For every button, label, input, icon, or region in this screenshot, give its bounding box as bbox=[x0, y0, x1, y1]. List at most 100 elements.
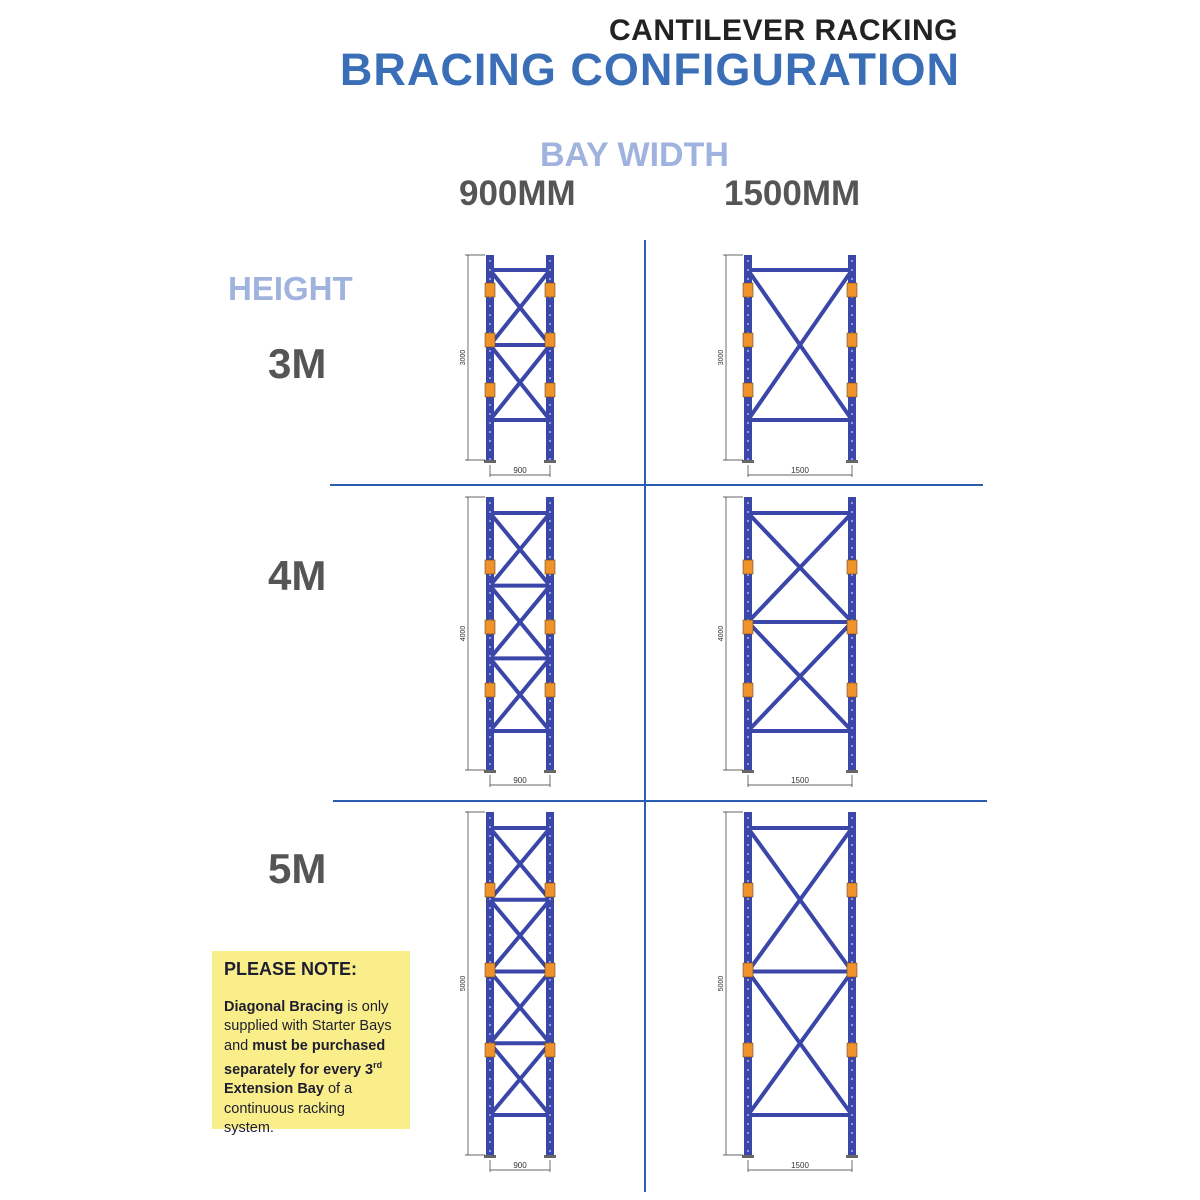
upright-hole bbox=[489, 718, 491, 720]
upright-hole bbox=[747, 556, 749, 558]
arm-connector bbox=[742, 682, 754, 698]
upright-hole bbox=[851, 1069, 853, 1071]
diagonal-brace bbox=[488, 268, 552, 347]
upright-hole bbox=[489, 835, 491, 837]
upright-hole bbox=[851, 1123, 853, 1125]
upright-hole bbox=[851, 404, 853, 406]
base-plate bbox=[484, 770, 496, 773]
upright-hole bbox=[489, 826, 491, 828]
upright-hole bbox=[549, 1015, 551, 1017]
upright-hole bbox=[851, 1132, 853, 1134]
upright-hole bbox=[851, 610, 853, 612]
upright-hole bbox=[489, 853, 491, 855]
base-plate bbox=[742, 1155, 754, 1158]
note-heading: PLEASE NOTE: bbox=[224, 959, 358, 979]
upright-hole bbox=[851, 862, 853, 864]
upright-hole bbox=[489, 988, 491, 990]
upright-hole bbox=[549, 637, 551, 639]
arm-connector bbox=[484, 382, 496, 398]
upright-hole bbox=[747, 853, 749, 855]
upright-hole bbox=[549, 359, 551, 361]
diagonal-brace bbox=[488, 898, 552, 973]
upright-hole bbox=[489, 278, 491, 280]
upright-hole bbox=[851, 961, 853, 963]
upright-hole bbox=[489, 700, 491, 702]
upright-hole bbox=[549, 1024, 551, 1026]
upright-hole bbox=[747, 547, 749, 549]
upright-hole bbox=[549, 763, 551, 765]
upright-hole bbox=[747, 583, 749, 585]
upright-hole bbox=[747, 844, 749, 846]
diagonal-brace bbox=[488, 826, 552, 902]
upright-hole bbox=[747, 1024, 749, 1026]
upright-hole bbox=[489, 458, 491, 460]
upright-hole bbox=[851, 637, 853, 639]
upright-hole bbox=[549, 871, 551, 873]
upright-hole bbox=[489, 880, 491, 882]
upright-hole bbox=[549, 278, 551, 280]
base-plate bbox=[846, 460, 858, 463]
upright-hole bbox=[747, 458, 749, 460]
upright-hole bbox=[489, 350, 491, 352]
upright-hole bbox=[549, 1006, 551, 1008]
diagonal-brace bbox=[488, 511, 552, 587]
upright-hole bbox=[747, 646, 749, 648]
upright-hole bbox=[489, 538, 491, 540]
upright-hole bbox=[747, 377, 749, 379]
upright bbox=[546, 812, 554, 1155]
upright-hole bbox=[747, 664, 749, 666]
upright-hole bbox=[851, 1105, 853, 1107]
arm-connector bbox=[846, 332, 858, 348]
note-bold: Diagonal Bracing bbox=[224, 998, 344, 1015]
upright-hole bbox=[549, 988, 551, 990]
upright-hole bbox=[549, 404, 551, 406]
diagonal-brace bbox=[746, 826, 854, 973]
upright-hole bbox=[489, 610, 491, 612]
diagonal-brace bbox=[746, 620, 854, 733]
upright bbox=[848, 255, 856, 460]
upright-hole bbox=[549, 835, 551, 837]
arm-connector bbox=[484, 332, 496, 348]
upright-hole bbox=[549, 673, 551, 675]
width-dimension-label: 900 bbox=[513, 776, 527, 785]
upright-hole bbox=[747, 520, 749, 522]
note-bold: must be purchased separately for every 3 bbox=[224, 1037, 386, 1078]
upright-hole bbox=[489, 934, 491, 936]
upright-hole bbox=[549, 934, 551, 936]
upright-hole bbox=[851, 763, 853, 765]
row-label-5m: 5M bbox=[268, 845, 327, 892]
upright-hole bbox=[549, 269, 551, 271]
arm-connector bbox=[544, 382, 556, 398]
upright-hole bbox=[851, 1078, 853, 1080]
bay-width-label: BAY WIDTH bbox=[540, 136, 729, 174]
upright-hole bbox=[747, 610, 749, 612]
arm-connector bbox=[742, 282, 754, 298]
upright-hole bbox=[851, 1150, 853, 1152]
upright-hole bbox=[851, 1096, 853, 1098]
upright-hole bbox=[489, 1033, 491, 1035]
upright-hole bbox=[851, 1015, 853, 1017]
upright-hole bbox=[549, 844, 551, 846]
upright-hole bbox=[489, 655, 491, 657]
upright-hole bbox=[489, 547, 491, 549]
upright-hole bbox=[851, 817, 853, 819]
upright-hole bbox=[851, 907, 853, 909]
upright-hole bbox=[747, 1087, 749, 1089]
upright-hole bbox=[747, 1141, 749, 1143]
upright-hole bbox=[549, 952, 551, 954]
upright-hole bbox=[747, 673, 749, 675]
diagonal-brace bbox=[488, 584, 552, 660]
upright-hole bbox=[489, 817, 491, 819]
height-dimension-label: 3000 bbox=[718, 350, 725, 366]
diagonal-brace bbox=[746, 511, 854, 624]
upright-hole bbox=[549, 1033, 551, 1035]
upright-hole bbox=[851, 844, 853, 846]
upright-hole bbox=[747, 934, 749, 936]
upright-hole bbox=[851, 431, 853, 433]
upright-hole bbox=[549, 583, 551, 585]
base-plate bbox=[742, 460, 754, 463]
upright-hole bbox=[747, 1006, 749, 1008]
upright-hole bbox=[851, 556, 853, 558]
upright-hole bbox=[851, 934, 853, 936]
upright-hole bbox=[747, 1150, 749, 1152]
